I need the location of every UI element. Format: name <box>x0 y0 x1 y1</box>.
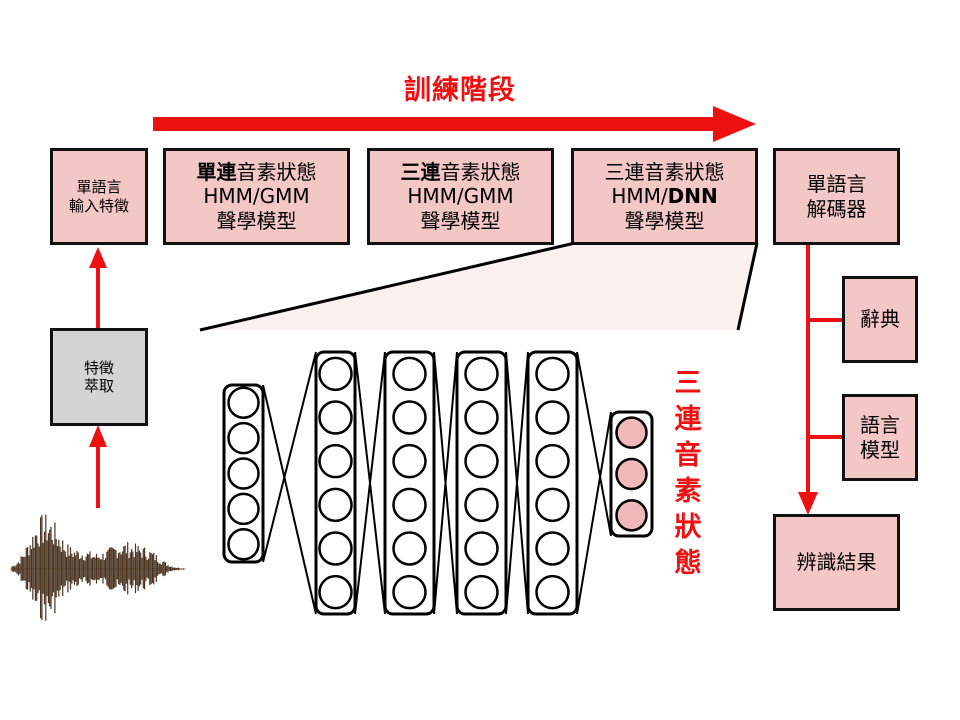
layer-connection <box>262 351 317 563</box>
neuron-node <box>392 487 427 523</box>
input-features-line2: 輸入特徵 <box>68 196 129 215</box>
training-arrow <box>153 106 756 142</box>
neuron-node <box>227 457 260 490</box>
monolingual-input-features-box: 單語言 輸入特徵 <box>50 148 148 245</box>
neuron-node <box>392 356 427 392</box>
neuron-node <box>615 416 648 449</box>
layer-connection <box>505 351 529 615</box>
neuron-node <box>464 400 499 435</box>
stage1-rest-text: 音素狀態 <box>236 159 317 184</box>
neuron-node <box>318 574 353 610</box>
waveform-to-extract-arrow <box>89 425 107 510</box>
result-label: 辨識結果 <box>796 550 877 575</box>
input-features-line1: 單語言 <box>76 178 122 197</box>
stage1-line2: HMM/GMM <box>203 184 310 209</box>
stage3-line3: 聲學模型 <box>624 208 705 233</box>
neuron-node <box>535 443 570 479</box>
stage1-line3: 聲學模型 <box>216 208 297 233</box>
feature-extraction-line2: 萃取 <box>83 377 114 395</box>
decoder-line1: 單語言 <box>806 172 867 197</box>
dnn-network <box>222 350 654 616</box>
lexicon-box: 辭典 <box>842 276 918 363</box>
output-label-char-6: 態 <box>674 548 702 579</box>
output-label-char-2: 連 <box>674 404 702 435</box>
recognition-result-box: 辨識結果 <box>773 514 900 611</box>
stage3-line2: HMM/DNN <box>611 184 717 208</box>
neuron-node <box>227 386 260 419</box>
monolingual-decoder-box: 單語言 解碼器 <box>773 148 900 245</box>
neuron-node <box>318 443 353 479</box>
neuron-node <box>392 531 427 566</box>
zoom-callout <box>199 241 759 332</box>
layer-frame <box>526 350 579 616</box>
input-layer <box>222 383 265 564</box>
speech-waveform <box>10 508 186 621</box>
hidden-layer <box>526 350 579 616</box>
stage2-line2: HMM/GMM <box>407 184 514 209</box>
layer-connection <box>576 411 612 615</box>
output-label-char-3: 音 <box>674 440 702 471</box>
neuron-node <box>464 487 499 523</box>
neuron-node <box>535 356 570 392</box>
neuron-node <box>464 531 499 566</box>
neuron-node <box>464 443 499 479</box>
neuron-node <box>464 574 499 610</box>
neuron-node <box>392 443 427 479</box>
layer-frame <box>455 350 508 616</box>
neuron-node <box>615 499 648 532</box>
stage2-line1: 三連音素狀態 <box>401 160 521 184</box>
output-label-char-1: 三 <box>674 368 702 399</box>
stage2-line3: 聲學模型 <box>420 208 501 233</box>
language-model-box: 語言 模型 <box>842 394 918 481</box>
neuron-node <box>318 531 353 566</box>
monophone-gmm-box: 單連音素狀態 HMM/GMM 聲學模型 <box>163 148 350 245</box>
neuron-node <box>535 531 570 566</box>
layer-frame <box>383 350 436 616</box>
layer-connection <box>433 351 458 615</box>
output-layer <box>609 410 654 538</box>
neuron-node <box>392 400 427 435</box>
layer-frame <box>314 350 357 616</box>
hidden-layer <box>455 350 508 616</box>
hidden-layer <box>314 350 357 616</box>
stage1-bold-text: 單連 <box>196 159 237 184</box>
language-model-line1: 語言 <box>860 413 900 438</box>
triphone-gmm-box: 三連音素狀態 HMM/GMM 聲學模型 <box>367 148 554 245</box>
output-label-char-5: 狀 <box>674 512 702 543</box>
hidden-layer <box>383 350 436 616</box>
language-model-line2: 模型 <box>860 437 900 462</box>
layer-connection <box>576 351 612 537</box>
neuron-node <box>227 421 260 455</box>
feature-extraction-line1: 特徵 <box>83 358 114 377</box>
stage1-line1: 單連音素狀態 <box>197 160 317 184</box>
feature-extraction-box: 特徵 萃取 <box>50 328 148 426</box>
decoder-connectors <box>798 244 843 515</box>
neuron-node <box>464 356 499 392</box>
neuron-node <box>615 457 648 491</box>
neuron-node <box>392 574 427 610</box>
neuron-node <box>318 356 353 392</box>
stage3-bold-text: DNN <box>667 184 718 209</box>
stage3-line1: 三連音素狀態 <box>604 159 725 184</box>
stage2-rest-text: 音素狀態 <box>440 159 521 184</box>
layer-connection <box>354 351 386 615</box>
dnn-output-label: 三 連 音 素 狀 態 <box>668 366 708 582</box>
neuron-node <box>227 528 260 561</box>
training-stage-title: 訓練階段 <box>404 75 516 106</box>
neuron-node <box>535 400 570 435</box>
decoder-line2: 解碼器 <box>806 196 867 221</box>
neuron-node <box>535 574 570 610</box>
neuron-node <box>535 487 570 523</box>
layer-connection <box>262 384 317 615</box>
neuron-node <box>318 400 353 435</box>
lexicon-label: 辭典 <box>860 307 900 332</box>
neuron-node <box>227 492 260 526</box>
output-label-char-4: 素 <box>674 476 702 507</box>
neuron-node <box>318 487 353 523</box>
stage3-prefix-text: HMM/ <box>611 184 668 209</box>
triphone-dnn-box: 三連音素狀態 HMM/DNN 聲學模型 <box>571 148 758 245</box>
extract-to-input-arrow <box>89 247 107 328</box>
stage2-bold-text: 三連 <box>400 159 441 184</box>
